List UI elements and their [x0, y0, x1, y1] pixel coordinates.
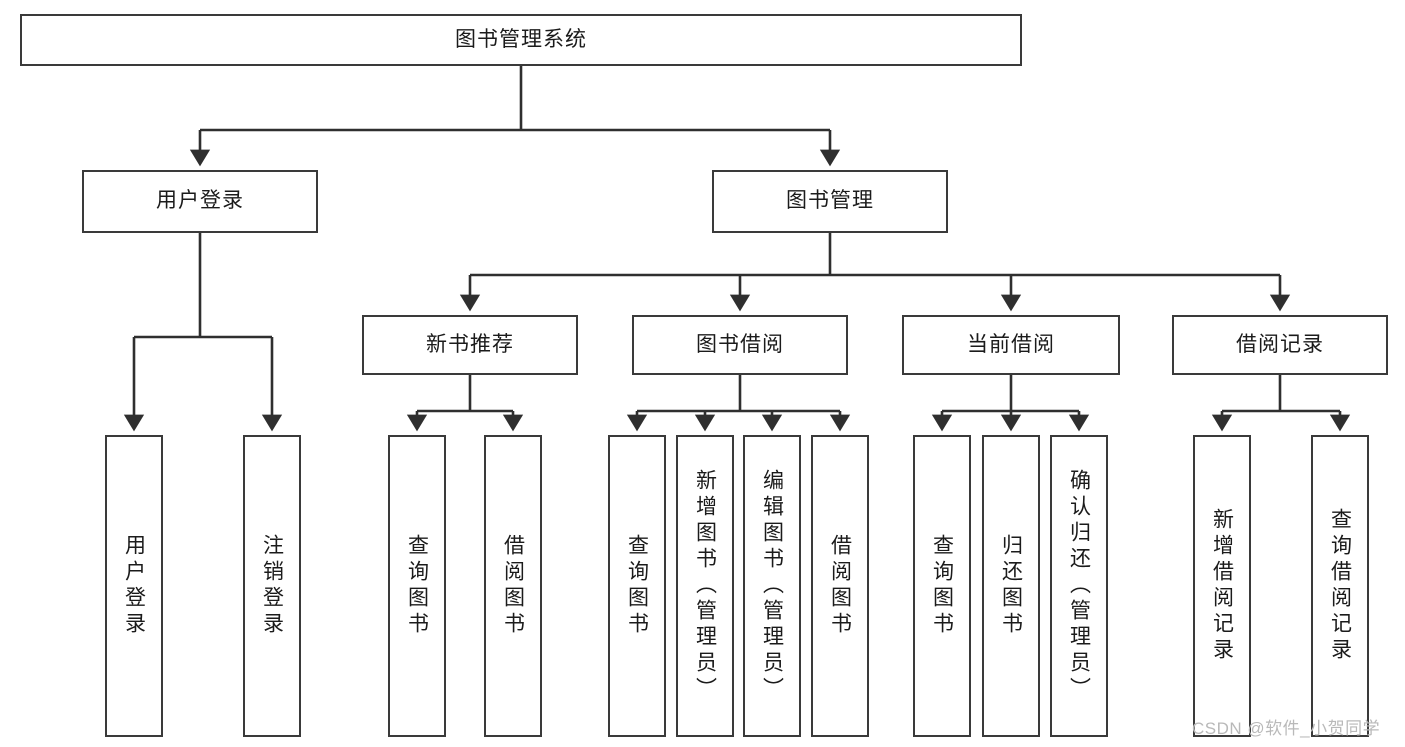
leaf-book-borrow-borrow[interactable]: 借阅图书: [811, 435, 869, 737]
node-label: 查询图书: [405, 534, 429, 638]
node-borrowing-records[interactable]: 借阅记录: [1172, 315, 1388, 375]
node-book-borrowing[interactable]: 图书借阅: [632, 315, 848, 375]
node-label: 编辑图书（管理员）: [760, 469, 784, 703]
leaf-user-login-login[interactable]: 用户登录: [105, 435, 163, 737]
node-label: 借阅图书: [828, 534, 852, 638]
leaf-new-book-query[interactable]: 查询图书: [388, 435, 446, 737]
node-label: 借阅图书: [501, 534, 525, 638]
node-root-book-management-system[interactable]: 图书管理系统: [20, 14, 1022, 66]
node-label: 借阅记录: [1236, 332, 1324, 356]
node-label: 用户登录: [122, 534, 146, 638]
leaf-borrow-record-query[interactable]: 查询借阅记录: [1311, 435, 1369, 737]
node-label: 图书管理系统: [455, 27, 587, 51]
leaf-book-borrow-add[interactable]: 新增图书（管理员）: [676, 435, 734, 737]
leaf-borrow-record-add[interactable]: 新增借阅记录: [1193, 435, 1251, 737]
node-current-borrowing[interactable]: 当前借阅: [902, 315, 1120, 375]
leaf-book-borrow-edit[interactable]: 编辑图书（管理员）: [743, 435, 801, 737]
node-label: 当前借阅: [967, 332, 1055, 356]
leaf-current-borrow-return[interactable]: 归还图书: [982, 435, 1040, 737]
node-label: 图书借阅: [696, 332, 784, 356]
node-book-management[interactable]: 图书管理: [712, 170, 948, 233]
node-label: 归还图书: [999, 534, 1023, 638]
node-label: 确认归还（管理员）: [1067, 469, 1091, 703]
node-label: 新书推荐: [426, 332, 514, 356]
leaf-current-borrow-query[interactable]: 查询图书: [913, 435, 971, 737]
node-new-book-recommendation[interactable]: 新书推荐: [362, 315, 578, 375]
leaf-new-book-borrow[interactable]: 借阅图书: [484, 435, 542, 737]
node-label: 注销登录: [260, 534, 284, 638]
leaf-current-borrow-confirm-return[interactable]: 确认归还（管理员）: [1050, 435, 1108, 737]
node-user-login[interactable]: 用户登录: [82, 170, 318, 233]
node-label: 用户登录: [156, 189, 244, 213]
leaf-user-login-logout[interactable]: 注销登录: [243, 435, 301, 737]
node-label: 新增图书（管理员）: [693, 469, 717, 703]
node-label: 查询借阅记录: [1328, 508, 1352, 664]
node-label: 新增借阅记录: [1210, 508, 1234, 664]
leaf-book-borrow-query[interactable]: 查询图书: [608, 435, 666, 737]
node-label: 查询图书: [625, 534, 649, 638]
node-label: 查询图书: [930, 534, 954, 638]
node-label: 图书管理: [786, 189, 874, 213]
